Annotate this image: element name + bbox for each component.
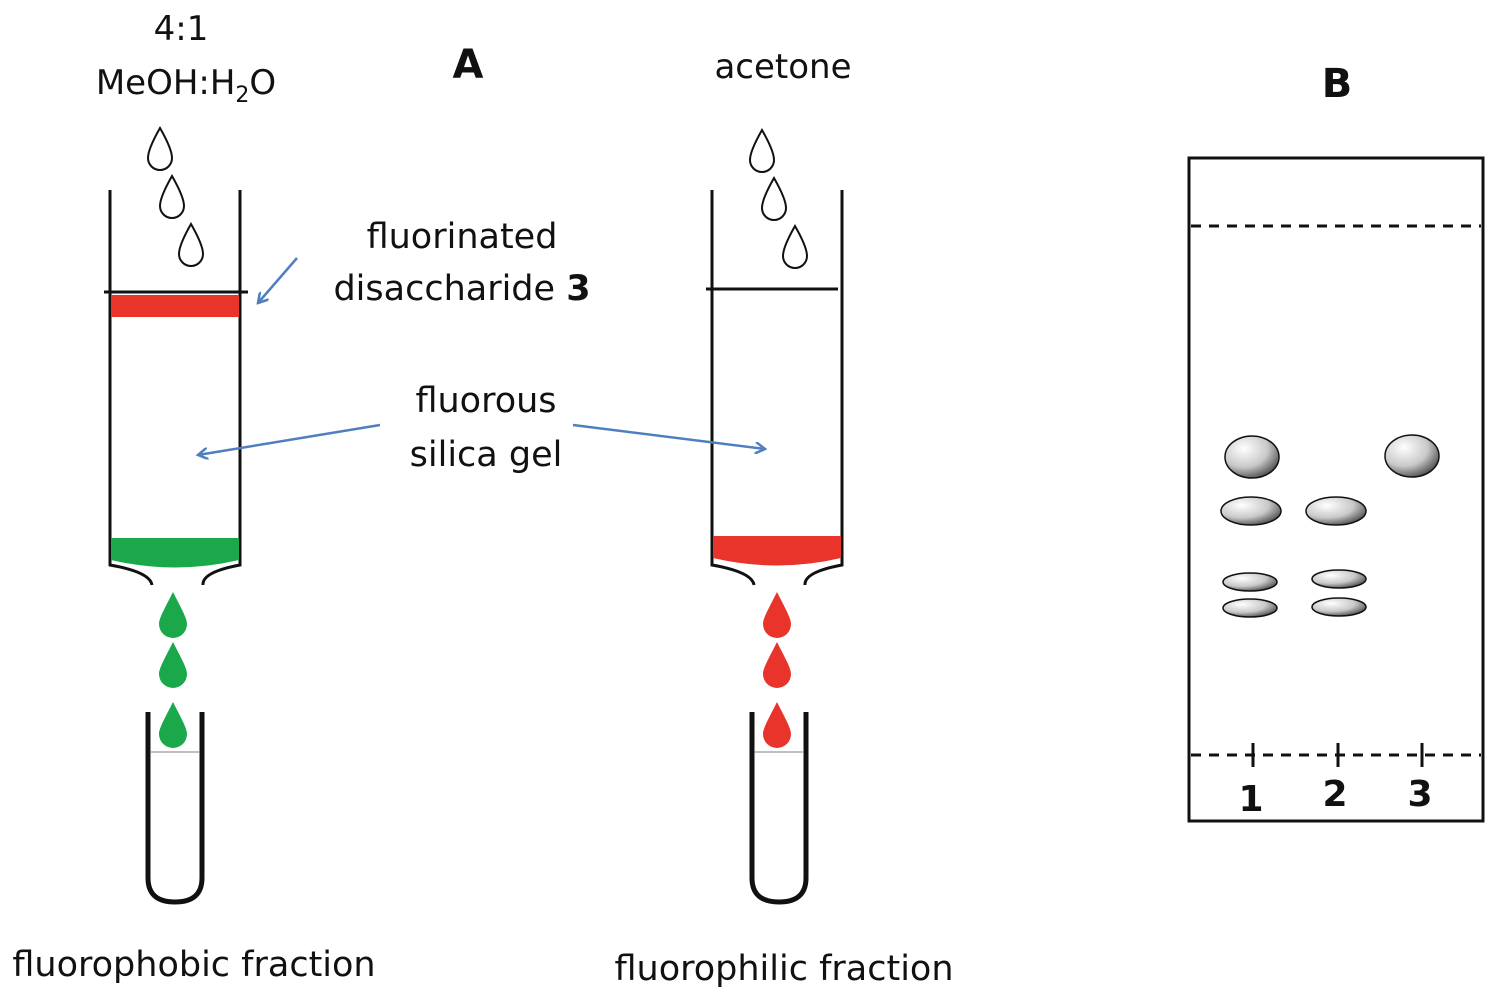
tlc-spot — [1305, 496, 1367, 526]
tlc-spot — [1384, 434, 1440, 478]
disaccharide-arrow — [258, 257, 298, 303]
right-solvent-drops — [748, 127, 809, 269]
lane-label: 1 — [1238, 779, 1263, 820]
left-test-tube — [145, 712, 205, 905]
tlc-spot — [1222, 572, 1278, 592]
left-column — [104, 190, 248, 586]
left-fraction-label: fluorophobic fraction — [12, 945, 375, 985]
disaccharide-label-line2: disaccharide 3 — [333, 269, 590, 309]
lane-label: 3 — [1407, 774, 1432, 815]
right-fraction-label: fluorophilic fraction — [614, 949, 953, 989]
gel-label-line2: silica gel — [410, 435, 563, 475]
gel-label-line1: fluorous — [415, 381, 556, 421]
drop-icon — [763, 592, 791, 638]
drop-icon — [158, 173, 186, 219]
right-solvent-label: acetone — [714, 47, 851, 87]
left-solvent-label: MeOH:H2O — [96, 63, 276, 108]
drop-icon — [763, 642, 791, 688]
green-drops — [159, 592, 187, 748]
tlc-spot — [1220, 496, 1282, 526]
drop-icon — [760, 175, 788, 221]
red-drops — [763, 592, 791, 748]
panel-b-label: B — [1322, 61, 1353, 107]
disaccharide-band — [111, 295, 239, 317]
tlc-plate: 1 2 3 — [1187, 156, 1485, 823]
panel-a-label: A — [453, 42, 484, 88]
gel-arrow-right — [572, 423, 765, 449]
drop-icon — [159, 592, 187, 638]
drop-icon — [159, 642, 187, 688]
lane-label: 2 — [1322, 774, 1347, 815]
tlc-spot — [1222, 598, 1278, 618]
drop-icon — [159, 702, 187, 748]
left-solvent-ratio: 4:1 — [154, 9, 209, 49]
gel-arrow-left — [198, 423, 381, 455]
drop-icon — [748, 127, 776, 173]
green-eluent-band — [111, 538, 239, 568]
disaccharide-label-line1: fluorinated — [367, 217, 558, 257]
tlc-spot — [1224, 435, 1280, 479]
drop-icon — [781, 223, 809, 269]
drop-icon — [763, 702, 791, 748]
tlc-spot — [1311, 597, 1367, 617]
drop-icon — [146, 125, 174, 171]
drop-icon — [177, 221, 205, 267]
tlc-spot — [1311, 569, 1367, 589]
red-eluent-band — [713, 536, 841, 566]
right-column — [706, 190, 844, 586]
right-test-tube — [749, 712, 809, 905]
left-solvent-drops — [146, 125, 205, 267]
